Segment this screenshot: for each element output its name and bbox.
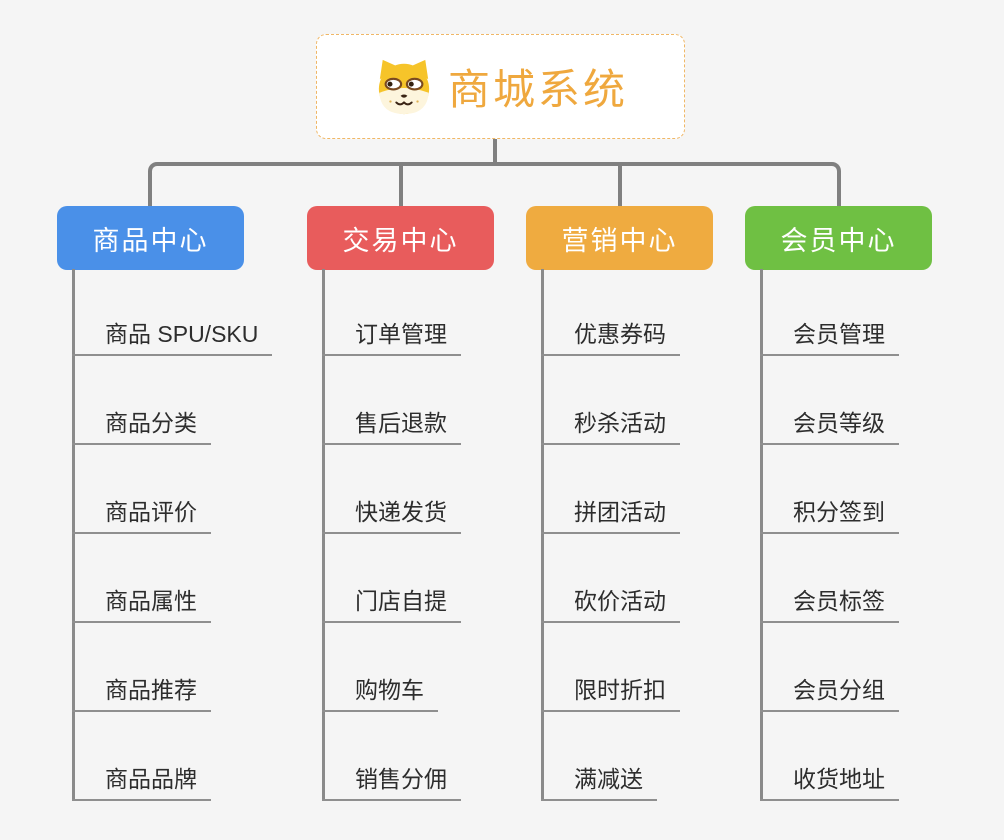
- leaf-node[interactable]: 商品 SPU/SKU: [72, 320, 273, 356]
- branch2-drop-line: [399, 165, 403, 208]
- leaf-node[interactable]: 会员等级: [760, 409, 899, 445]
- leaf-node[interactable]: 门店自提: [322, 587, 461, 623]
- leaf-node[interactable]: 秒杀活动: [541, 409, 680, 445]
- leaf-node[interactable]: 商品属性: [72, 587, 211, 623]
- root-node[interactable]: 商城系统: [316, 34, 685, 139]
- leaf-node[interactable]: 会员标签: [760, 587, 899, 623]
- leaf-node[interactable]: 快递发货: [322, 498, 461, 534]
- branch1-trunk-line: [72, 269, 75, 801]
- shiba-dog-icon: [378, 59, 430, 114]
- leaf-node[interactable]: 会员分组: [760, 676, 899, 712]
- branch4-trunk-line: [760, 269, 763, 801]
- root-title: 商城系统: [447, 66, 628, 113]
- branch3-trunk-line: [541, 269, 544, 801]
- leaf-node[interactable]: 优惠券码: [541, 320, 680, 356]
- branch-node-member-center[interactable]: 会员中心: [745, 206, 932, 270]
- leaf-node[interactable]: 满减送: [541, 765, 657, 801]
- leaf-node[interactable]: 砍价活动: [541, 587, 680, 623]
- branch2-trunk-line: [322, 269, 325, 801]
- leaf-node[interactable]: 商品推荐: [72, 676, 211, 712]
- branch-node-product-center[interactable]: 商品中心: [57, 206, 244, 270]
- branch3-drop-line: [618, 165, 622, 208]
- leaf-node[interactable]: 售后退款: [322, 409, 461, 445]
- leaf-node[interactable]: 购物车: [322, 676, 438, 712]
- branch-connector-bracket: [148, 162, 841, 209]
- leaf-node[interactable]: 积分签到: [760, 498, 899, 534]
- leaf-node[interactable]: 收货地址: [760, 765, 899, 801]
- branch-node-trade-center[interactable]: 交易中心: [307, 206, 494, 270]
- branch-node-marketing-center[interactable]: 营销中心: [526, 206, 713, 270]
- leaf-node[interactable]: 商品评价: [72, 498, 211, 534]
- leaf-node[interactable]: 拼团活动: [541, 498, 680, 534]
- leaf-node[interactable]: 限时折扣: [541, 676, 680, 712]
- leaf-node[interactable]: 商品分类: [72, 409, 211, 445]
- root-connector-stub: [493, 137, 497, 165]
- leaf-node[interactable]: 销售分佣: [322, 765, 461, 801]
- leaf-node[interactable]: 会员管理: [760, 320, 899, 356]
- leaf-node[interactable]: 订单管理: [322, 320, 461, 356]
- leaf-node[interactable]: 商品品牌: [72, 765, 211, 801]
